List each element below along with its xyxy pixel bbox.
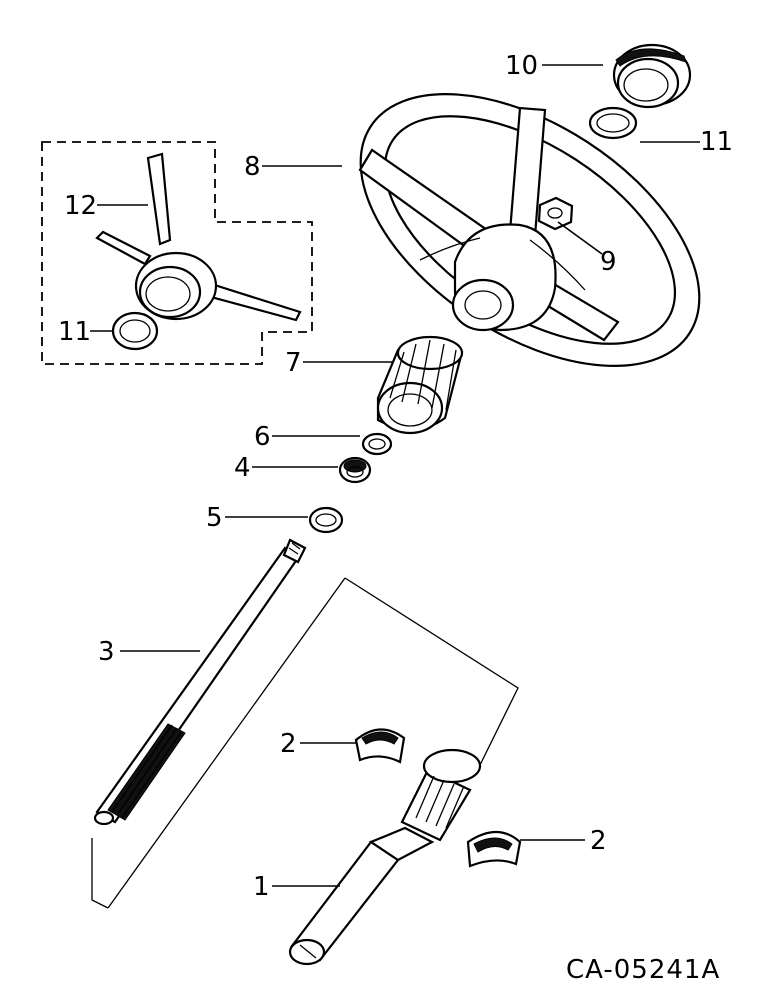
nut-part-9 [537,196,574,231]
alignment-line [344,577,519,766]
callout-2-upper: 2 [280,729,297,759]
bushing-part-4 [338,456,372,484]
drawing-code: CA-05241A [566,955,720,985]
washer-part-6 [361,432,393,456]
ring-part-5 [308,506,344,534]
steering-wheel-part-8 [358,93,701,367]
callout-3: 3 [98,637,115,667]
optional-kit-dashed-box [41,141,313,365]
callout-1: 1 [253,872,270,902]
adapter-part-7 [376,335,464,435]
steering-shaft-part-3 [93,538,307,826]
callout-11-left: 11 [58,317,91,347]
callout-5: 5 [206,503,223,533]
spinner-cap-part-12 [95,152,302,322]
clip-part-2-lower [466,830,522,868]
callout-6: 6 [254,422,271,452]
callout-11-right: 11 [700,127,733,157]
steering-tube-part-1 [288,748,482,966]
clip-part-2-upper [354,728,406,764]
callout-8: 8 [244,152,261,182]
ring-part-11-right [588,106,638,140]
callout-12: 12 [64,191,97,221]
callout-10: 10 [505,51,538,81]
cap-part-10 [612,43,692,109]
callout-9: 9 [600,247,617,277]
callout-7: 7 [285,348,302,378]
callout-4: 4 [234,453,251,483]
callout-2-lower: 2 [590,826,607,856]
